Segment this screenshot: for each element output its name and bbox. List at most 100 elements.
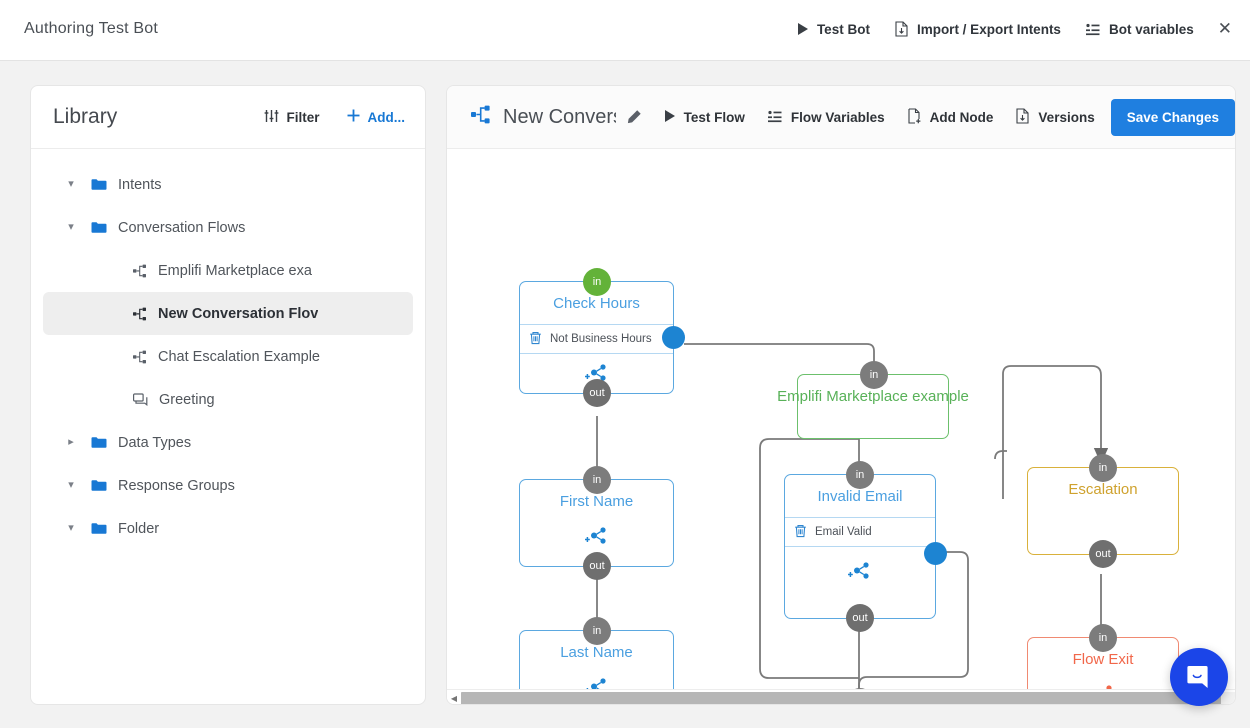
app-title: Authoring Test Bot — [24, 20, 159, 37]
library-panel: Library — [30, 85, 426, 705]
node-out-port[interactable]: out — [846, 604, 874, 632]
filter-label: Filter — [286, 109, 320, 125]
tree-item-label: Conversation Flows — [118, 219, 246, 236]
add-button[interactable]: Add... — [346, 108, 405, 126]
node-in-port[interactable]: in — [1089, 454, 1117, 482]
chevron-down-icon[interactable]: ▾ — [68, 178, 74, 190]
flow-icon — [133, 307, 147, 321]
tree-item-label: Folder — [118, 520, 160, 537]
flow-variables-button[interactable]: Flow Variables — [767, 109, 885, 126]
tree-item-intents[interactable]: ▾ Intents — [43, 163, 413, 206]
variables-icon — [767, 109, 783, 126]
import-export-icon — [894, 21, 909, 37]
node-branch-handle[interactable] — [924, 542, 947, 565]
node-condition-row[interactable]: Not Business Hours — [520, 325, 673, 353]
trash-icon[interactable] — [794, 524, 807, 541]
bot-variables-button[interactable]: Bot variables — [1085, 22, 1194, 37]
flow-header-actions: Test Flow Flow Variables — [664, 107, 1095, 127]
folder-icon — [91, 479, 107, 492]
flow-icon — [471, 105, 491, 129]
chevron-down-icon[interactable]: ▾ — [68, 221, 74, 233]
chevron-down-icon[interactable]: ▾ — [68, 479, 74, 491]
import-export-intents-label: Import / Export Intents — [916, 21, 1061, 37]
pencil-icon[interactable] — [626, 109, 642, 125]
node-in-port[interactable]: in — [1089, 624, 1117, 652]
canvas-horizontal-scrollbar[interactable]: ◀ — [447, 689, 1235, 704]
node-title: First Name — [559, 493, 634, 510]
node-in-port[interactable]: in — [583, 617, 611, 645]
node-branch-handle[interactable] — [662, 326, 685, 349]
add-branch-button[interactable] — [520, 510, 673, 548]
share-icon — [848, 562, 869, 579]
port-label: out — [589, 560, 605, 572]
node-divider — [520, 324, 673, 325]
flow-editor-header: New Conversa Test Flow — [447, 86, 1235, 149]
versions-button[interactable]: Versions — [1015, 107, 1095, 127]
scrollbar-track[interactable] — [461, 691, 1235, 704]
port-label: in — [592, 474, 602, 486]
library-header: Library — [31, 86, 425, 149]
flow-icon — [133, 264, 147, 278]
tree-item-conversation-flows[interactable]: ▾ Conversation Flows — [43, 206, 413, 249]
import-export-intents-button[interactable]: Import / Export Intents — [894, 21, 1061, 37]
tree-item-label: Chat Escalation Example — [158, 348, 320, 365]
save-changes-button[interactable]: Save Changes — [1110, 98, 1235, 136]
node-out-port[interactable]: out — [583, 379, 611, 407]
node-in-port[interactable]: in — [583, 268, 611, 296]
folder-icon — [91, 178, 107, 191]
node-escalation[interactable]: Escalation in out — [1027, 454, 1179, 568]
test-bot-button[interactable]: Test Bot — [797, 22, 870, 37]
versions-icon — [1015, 107, 1030, 127]
port-label: in — [1098, 462, 1108, 474]
tree-item-folder[interactable]: ▾ Folder — [43, 507, 413, 550]
tree-item-label: Response Groups — [118, 477, 235, 494]
chat-launcher-button[interactable] — [1170, 648, 1228, 706]
node-out-port[interactable]: out — [583, 552, 611, 580]
scrollbar-thumb[interactable] — [461, 691, 1221, 704]
test-flow-button[interactable]: Test Flow — [664, 109, 745, 125]
node-in-port[interactable]: in — [860, 361, 888, 389]
tree-item-chat-escalation-example[interactable]: Chat Escalation Example — [43, 335, 413, 378]
node-divider — [785, 546, 935, 547]
node-title: Check Hours — [553, 295, 640, 312]
flow-canvas[interactable]: Check Hours Not Business Hours — [447, 149, 1235, 704]
add-branch-button[interactable] — [785, 547, 935, 583]
chevron-down-icon[interactable]: ▾ — [68, 522, 74, 534]
tree-item-greeting[interactable]: Greeting — [43, 378, 413, 421]
node-in-port[interactable]: in — [583, 466, 611, 494]
library-header-actions: Filter Add... — [264, 108, 405, 126]
share-icon — [584, 527, 606, 544]
tree-item-emplifi-marketplace-example[interactable]: Emplifi Marketplace exa — [43, 249, 413, 292]
close-button[interactable]: ✕ — [1218, 19, 1232, 39]
node-condition-label: Not Business Hours — [550, 333, 652, 345]
add-node-label: Add Node — [929, 109, 994, 125]
chevron-right-icon[interactable]: ▸ — [68, 436, 74, 448]
trash-icon[interactable] — [529, 331, 542, 348]
tree-item-data-types[interactable]: ▸ Data Types — [43, 421, 413, 464]
flow-icon — [133, 350, 147, 364]
node-divider — [785, 517, 935, 518]
add-node-icon — [907, 107, 922, 127]
node-emplifi-marketplace-example[interactable]: Emplifi Marketplace example in — [777, 361, 969, 439]
node-condition-row[interactable]: Email Valid — [785, 518, 935, 546]
scroll-left-arrow-icon[interactable]: ◀ — [450, 693, 458, 703]
node-title: Flow Exit — [1072, 651, 1134, 668]
library-tree: ▾ Intents ▾ Conversation Flows — [31, 149, 425, 550]
tree-item-label: Data Types — [118, 434, 192, 451]
node-in-port[interactable]: in — [846, 461, 874, 489]
node-title: Invalid Email — [817, 488, 903, 505]
play-icon — [797, 23, 809, 35]
top-bar: Authoring Test Bot Test Bot Import / Exp… — [0, 0, 1250, 61]
node-condition-label: Email Valid — [815, 526, 872, 538]
add-node-button[interactable]: Add Node — [907, 107, 994, 127]
tree-item-response-groups[interactable]: ▾ Response Groups — [43, 464, 413, 507]
node-out-port[interactable]: out — [1089, 540, 1117, 568]
node-check-hours[interactable]: Check Hours Not Business Hours — [519, 268, 685, 407]
node-invalid-email[interactable]: Invalid Email Email Valid — [784, 461, 947, 632]
filter-button[interactable]: Filter — [264, 109, 320, 126]
port-label: out — [852, 612, 868, 624]
tree-item-label: Greeting — [159, 391, 215, 408]
close-icon: ✕ — [1217, 19, 1232, 38]
tree-item-new-conversation-flow[interactable]: New Conversation Flov — [43, 292, 413, 335]
node-first-name[interactable]: First Name in out — [519, 466, 674, 580]
